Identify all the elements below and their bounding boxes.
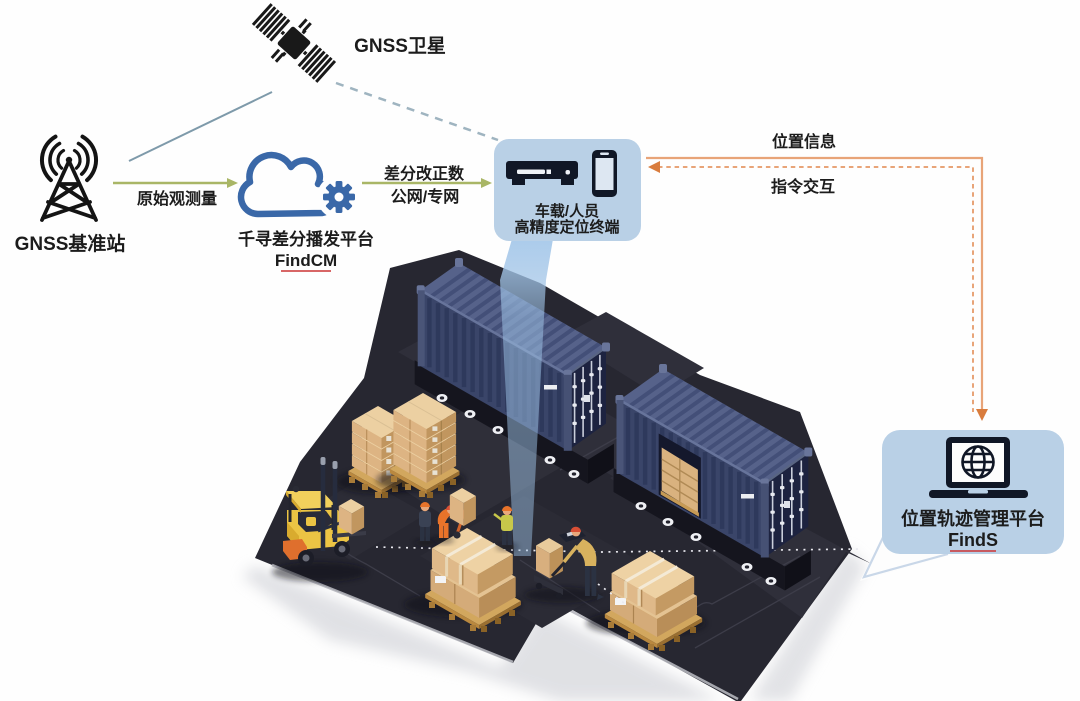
svg-text:FindS: FindS [948, 530, 998, 550]
svg-text:差分改正数: 差分改正数 [384, 164, 465, 183]
svg-text:位置信息: 位置信息 [772, 132, 836, 151]
svg-text:指令交互: 指令交互 [771, 177, 835, 196]
svg-text:GNSS卫星: GNSS卫星 [354, 35, 446, 57]
svg-text:千寻差分播发平台: 千寻差分播发平台 [238, 229, 374, 249]
svg-text:位置轨迹管理平台: 位置轨迹管理平台 [901, 508, 1045, 529]
svg-text:车载/人员: 车载/人员 [535, 202, 599, 220]
svg-text:原始观测量: 原始观测量 [137, 189, 217, 208]
svg-text:高精度定位终端: 高精度定位终端 [514, 218, 619, 236]
svg-text:GNSS基准站: GNSS基准站 [15, 232, 126, 255]
svg-text:FindCM: FindCM [275, 251, 337, 270]
svg-text:公网/专网: 公网/专网 [391, 187, 459, 206]
